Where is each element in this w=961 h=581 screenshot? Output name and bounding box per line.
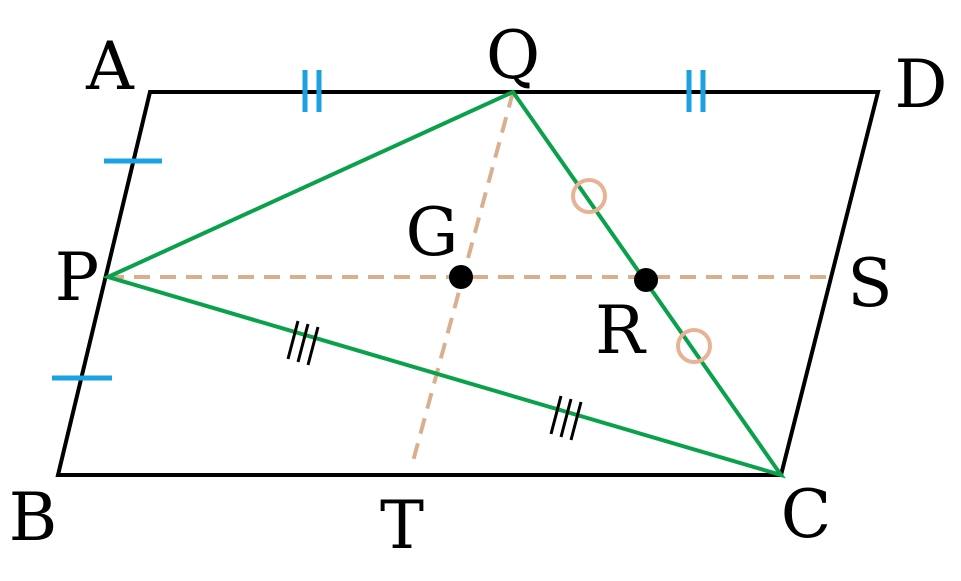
label-r: R xyxy=(595,292,647,369)
label-g: G xyxy=(406,194,459,271)
triple-tick-tc-segment xyxy=(549,395,583,441)
triangle-pqc xyxy=(102,89,786,479)
point-r-dot xyxy=(634,268,658,292)
label-t: T xyxy=(380,487,424,564)
label-p: P xyxy=(55,239,99,316)
triple-tick-pt-segment xyxy=(286,320,320,366)
double-tick-qd xyxy=(686,70,706,112)
label-a: A xyxy=(85,28,135,105)
label-d: D xyxy=(895,46,948,123)
label-s: S xyxy=(847,245,892,322)
label-b: B xyxy=(9,479,58,556)
circle-mark-qr xyxy=(571,178,607,214)
point-g-dot xyxy=(449,265,473,289)
label-q: Q xyxy=(486,17,540,94)
circle-mark-rc xyxy=(676,328,712,364)
double-tick-aq xyxy=(302,70,322,112)
label-c: C xyxy=(781,476,832,553)
